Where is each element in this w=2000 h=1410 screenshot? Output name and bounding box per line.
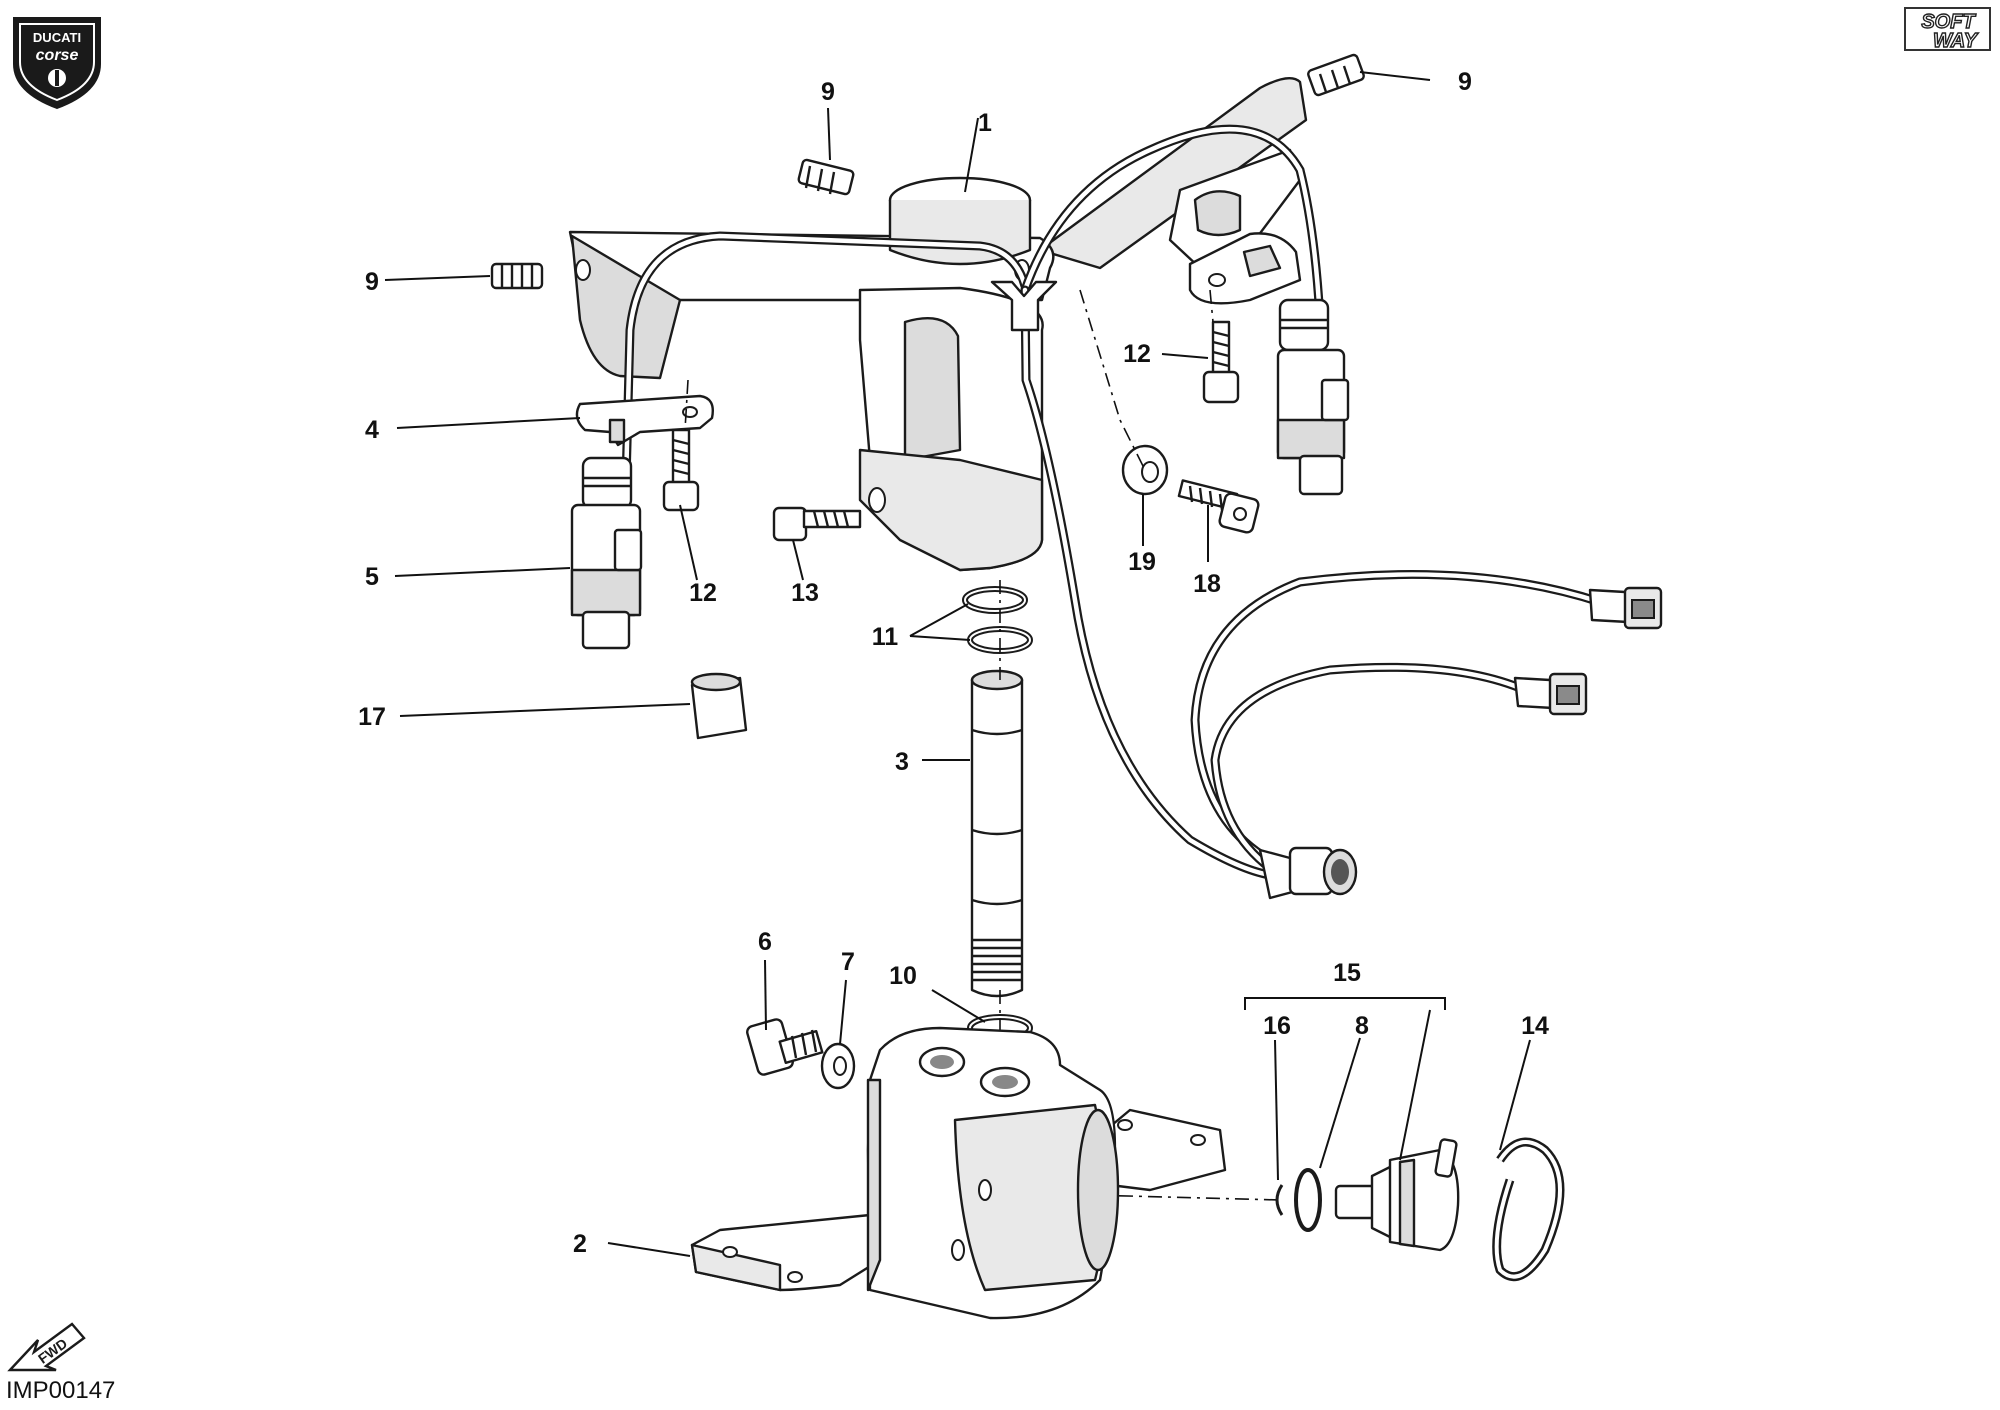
sensor-right — [1276, 298, 1350, 496]
bracket-part-4 — [575, 394, 714, 447]
callout-8: 8 — [1355, 1012, 1369, 1040]
grub-screw-9-left — [490, 262, 544, 290]
clip-part-16 — [1275, 1184, 1284, 1216]
callout-19: 19 — [1128, 548, 1156, 576]
screw-part-12-right — [1202, 320, 1240, 404]
lower-clamp-part-2 — [690, 1026, 1227, 1320]
callout-2: 2 — [573, 1230, 587, 1258]
circlip-part-14 — [1492, 1137, 1565, 1282]
o-ring-part-11-upper — [962, 586, 1028, 614]
softway-line1: SOFT — [1921, 11, 1976, 33]
callout-17: 17 — [358, 703, 386, 731]
forward-direction-indicator: FWD — [7, 1322, 86, 1372]
softway-line2: WAY — [1933, 30, 1979, 52]
callout-12-upper: 12 — [1123, 340, 1151, 368]
screw-part-13 — [772, 506, 862, 542]
screw-part-18 — [1177, 479, 1260, 534]
callout-13: 13 — [791, 579, 819, 607]
wiring-harness — [620, 124, 1663, 900]
shaft-part-3 — [970, 669, 1024, 998]
callout-9-left: 9 — [365, 268, 379, 296]
callout-18: 18 — [1193, 570, 1221, 598]
grub-screw-9-top — [797, 158, 855, 196]
callout-16: 16 — [1263, 1012, 1291, 1040]
ducati-corse-logo: DUCATI corse — [13, 17, 101, 110]
logo-line2: corse — [36, 47, 79, 64]
callout-12-lower: 12 — [689, 579, 717, 607]
callout-6: 6 — [758, 928, 772, 956]
callout-5: 5 — [365, 563, 379, 591]
callout-7: 7 — [841, 948, 855, 976]
screw-part-12-left — [662, 428, 700, 512]
bracket-right — [1188, 232, 1302, 305]
sensor-left-part-5 — [570, 456, 643, 650]
callout-1: 1 — [978, 109, 992, 137]
bolt-part-6 — [746, 1018, 824, 1076]
callout-3: 3 — [895, 748, 909, 776]
callout-labels: 1 2 3 4 5 6 7 8 9 9 9 10 11 12 12 13 14 … — [358, 68, 1549, 1258]
washer-part-19 — [1121, 444, 1169, 496]
callout-10: 10 — [889, 962, 917, 990]
washer-part-7 — [820, 1042, 856, 1090]
alignment-lines — [684, 289, 1281, 1201]
softway-logo: SOFT WAY — [1904, 7, 1991, 53]
leader-lines — [384, 71, 1531, 1257]
callout-9-right: 9 — [1458, 68, 1472, 96]
callout-11: 11 — [872, 623, 899, 651]
logo-line1: DUCATI — [33, 30, 81, 45]
bushing-part-17 — [690, 672, 748, 740]
diagram-code: IMP00147 — [6, 1377, 115, 1404]
ring-part-8 — [1294, 1168, 1322, 1232]
callout-9-top: 9 — [821, 78, 835, 106]
callout-14: 14 — [1521, 1012, 1549, 1040]
grub-screw-9-right — [1307, 53, 1365, 97]
callout-4: 4 — [365, 416, 379, 444]
callout-15: 15 — [1333, 959, 1361, 987]
actuator-part-15 — [1334, 1138, 1460, 1252]
